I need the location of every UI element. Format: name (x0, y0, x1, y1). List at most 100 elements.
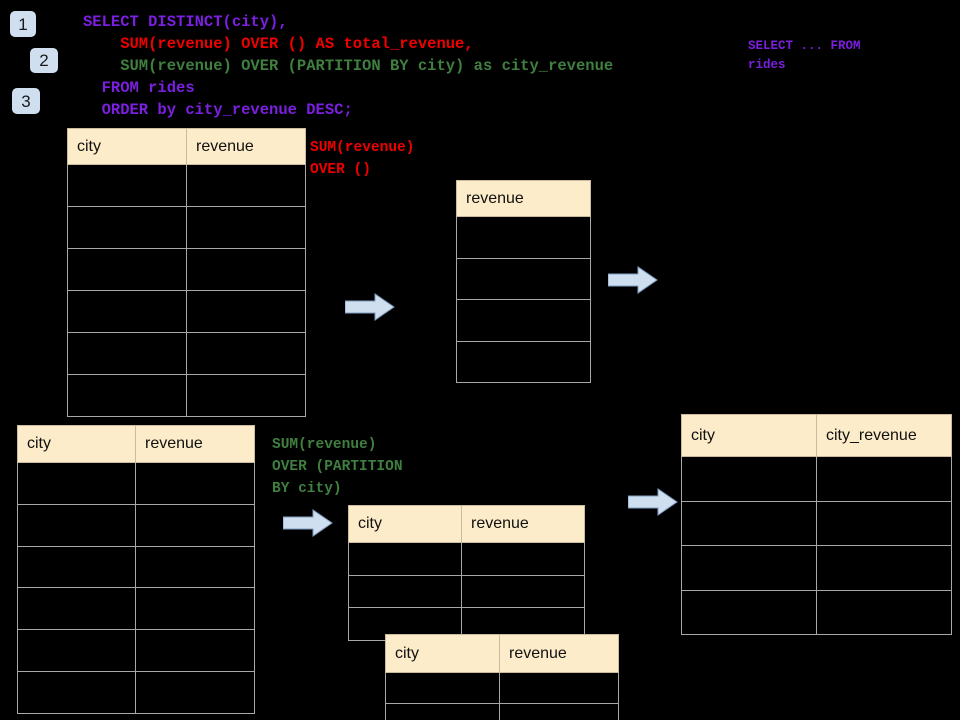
sql-line-1: SELECT DISTINCT(city), (83, 13, 288, 31)
table-cell-city_revenue (816, 589, 952, 635)
column-header-city: city (348, 505, 462, 543)
partition-annotation: SUM(revenue) OVER (PARTITION BY city) (272, 437, 403, 497)
table-row (456, 340, 591, 383)
table-row (348, 542, 585, 576)
table-cell-city (17, 503, 136, 547)
table-row (17, 629, 255, 673)
table-cell-revenue (186, 374, 306, 417)
table-cell-revenue (499, 672, 619, 704)
table-cell-city (67, 206, 187, 249)
column-header-revenue: revenue (461, 505, 585, 543)
table-cell-revenue (135, 503, 255, 547)
table-row (67, 248, 306, 291)
table-cell-revenue (186, 290, 306, 333)
column-header-city: city (67, 128, 187, 165)
table-cell-city (17, 462, 136, 505)
table-cell-city (67, 164, 187, 207)
column-header-revenue: revenue (499, 634, 619, 673)
sql-line-5: ORDER by city_revenue DESC; (83, 101, 353, 119)
table-cell-revenue (135, 671, 255, 714)
table-header-row: revenue (456, 180, 591, 217)
column-header-city: city (17, 425, 136, 463)
table-row (67, 374, 306, 417)
table-row (456, 257, 591, 300)
table-row (67, 290, 306, 333)
table-cell-city (385, 702, 500, 720)
table-cell-city (17, 587, 136, 631)
table-cell-city (67, 374, 187, 417)
table-cell-city (348, 574, 462, 609)
table-row (17, 503, 255, 547)
table-cell-revenue (456, 299, 591, 342)
step-badge-1: 1 (10, 11, 36, 37)
table-cell-revenue (461, 542, 585, 576)
table-cell-city (681, 500, 817, 546)
table-cell-revenue (186, 164, 306, 207)
arrow-total-to-result (608, 266, 658, 294)
table-cell-revenue (186, 206, 306, 249)
sql-line-4: FROM rides (83, 79, 195, 97)
table-cell-city (681, 589, 817, 635)
table-row (67, 332, 306, 375)
table-cell-city_revenue (816, 456, 952, 502)
table-row (681, 545, 952, 591)
sql-line-3: SUM(revenue) OVER (PARTITION BY city) as… (83, 57, 614, 75)
table-row (385, 702, 619, 720)
table-cell-city_revenue (816, 545, 952, 591)
table-row (67, 206, 306, 249)
table-cell-revenue (456, 340, 591, 383)
step-badge-2: 2 (30, 48, 58, 73)
column-header-city: city (385, 634, 500, 673)
table-cell-revenue (135, 545, 255, 589)
table-cell-city (681, 456, 817, 502)
total-annotation: SUM(revenue) OVER () (310, 140, 415, 178)
table-row (67, 164, 306, 207)
table-row (17, 462, 255, 505)
table-row (17, 587, 255, 631)
column-header-revenue: revenue (186, 128, 306, 165)
table-cell-city_revenue (816, 500, 952, 546)
sql-query-block: SELECT DISTINCT(city), SUM(revenue) OVER… (83, 11, 613, 121)
table-row (681, 456, 952, 502)
table-cell-city (17, 545, 136, 589)
table-cell-city (17, 671, 136, 714)
total-revenue-table: revenue (456, 180, 591, 383)
table-cell-city (67, 332, 187, 375)
table-cell-revenue (456, 257, 591, 300)
column-header-city: city (681, 414, 817, 457)
column-header-city_revenue: city_revenue (816, 414, 952, 457)
table-cell-revenue (135, 587, 255, 631)
table-cell-revenue (456, 216, 591, 259)
table-cell-city (681, 545, 817, 591)
table-row (681, 500, 952, 546)
arrow-source-to-total (345, 293, 395, 321)
table-row (681, 589, 952, 635)
table-row (456, 299, 591, 342)
table-cell-city (385, 672, 500, 704)
table-cell-city (348, 542, 462, 576)
table-cell-city (67, 248, 187, 291)
table-row (456, 216, 591, 259)
column-header-revenue: revenue (135, 425, 255, 463)
table-cell-revenue (186, 248, 306, 291)
step-badge-3: 3 (12, 88, 40, 114)
table-cell-revenue (499, 702, 619, 720)
table-cell-revenue (186, 332, 306, 375)
table-row (17, 671, 255, 714)
table-row (348, 574, 585, 609)
arrow-partitions-to-result (628, 488, 678, 516)
table-cell-revenue (461, 574, 585, 609)
table-row (385, 672, 619, 704)
table-cell-city (67, 290, 187, 333)
